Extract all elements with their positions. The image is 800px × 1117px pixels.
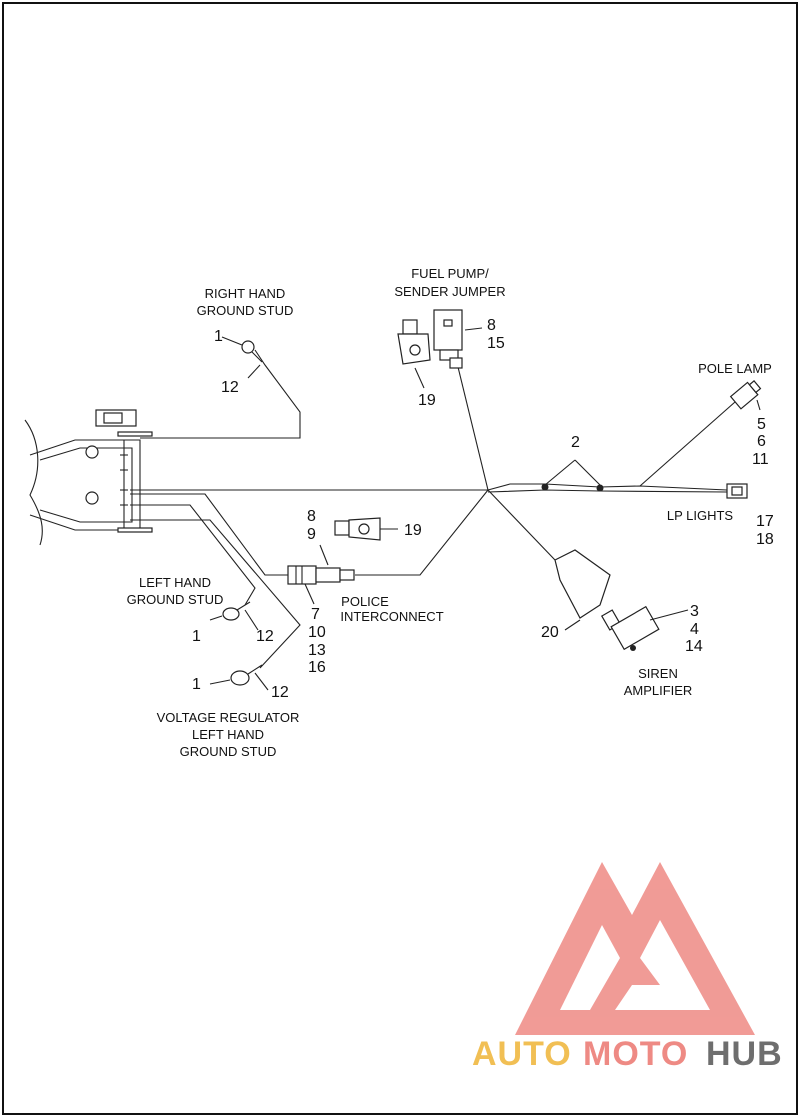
callout-pi-19: 19 [404,522,422,539]
callout-pi-13: 13 [308,642,326,659]
lh-ground-label-line2: GROUND STUD [127,592,224,607]
callout-fp-19: 19 [418,392,436,409]
callout-fp-15: 15 [487,335,505,352]
lp-lights-label: LP LIGHTS [667,508,734,523]
callout-pole-11: 11 [752,451,769,468]
callout-pole-6: 6 [757,433,766,450]
fuel-pump-label-line2: SENDER JUMPER [394,284,505,299]
callout-lp-18: 18 [756,531,774,548]
fuel-pump-label-line1: FUEL PUMP/ [411,266,489,281]
callout-leaders [221,327,761,605]
callout-siren-3: 3 [690,603,699,620]
callout-pi-7: 7 [311,606,320,623]
vr-ground-label-line1: VOLTAGE REGULATOR [157,710,300,725]
watermark-moto: MOTO [583,1035,688,1073]
callout-siren-20: 20 [541,624,559,641]
callout-rh-12: 12 [221,379,239,396]
rh-ground-label-line2: GROUND STUD [197,303,294,318]
watermark-text: AUTO MOTO HUB [472,1035,783,1073]
callout-rh-1: 1 [214,328,223,345]
frame-bracket [24,409,153,546]
callout-vr-1: 1 [192,676,201,693]
harness-wires [130,349,736,669]
callout-pole-5: 5 [757,416,766,433]
fuel-pump-connector-icon [433,309,463,369]
frame-hole-icon [85,445,99,459]
police-label-line1: POLICE [341,594,389,609]
wire-clip-icon [541,459,604,492]
callout-siren-4: 4 [690,621,699,638]
vr-ground-label-line2: LEFT HAND [192,727,264,742]
callout-pi-8: 8 [307,508,316,525]
fuel-pump-cap-icon [397,319,431,365]
vr-ground-label-line3: GROUND STUD [180,744,277,759]
siren-label-line2: AMPLIFIER [624,683,693,698]
watermark-hub: HUB [706,1035,783,1073]
callout-clip-2: 2 [571,434,580,451]
callout-pi-9: 9 [307,526,316,543]
vr-ground-terminal-icon [209,664,269,691]
police-label-line2: INTERCONNECT [340,609,443,624]
callout-pi-16: 16 [308,659,326,676]
frame-hole-icon [85,491,99,505]
lh-ground-label-line1: LEFT HAND [139,575,211,590]
watermark-auto: AUTO [472,1035,572,1073]
rh-ground-terminal-icon [241,340,263,363]
rh-ground-label-line1: RIGHT HAND [205,286,286,301]
callout-lh-1: 1 [192,628,201,645]
siren-amplifier-icon [554,549,689,651]
siren-label-line1: SIREN [638,666,678,681]
police-interconnect-cap-icon [334,517,398,541]
pole-lamp-connector-icon [729,380,762,410]
callout-lh-12: 12 [256,628,274,645]
police-interconnect-connector-icon [287,565,355,585]
callout-siren-14: 14 [685,638,703,655]
pole-lamp-label: POLE LAMP [698,361,772,376]
callout-fp-8: 8 [487,317,496,334]
lp-lights-connector-icon [726,483,748,499]
watermark-logo-icon [515,862,755,1035]
lh-ground-terminal-icon [209,601,259,631]
callout-pi-10: 10 [308,624,326,641]
component-labels: RIGHT HAND GROUND STUD FUEL PUMP/ SENDER… [127,266,772,759]
callout-vr-12: 12 [271,684,289,701]
callout-lp-17: 17 [756,513,774,530]
callout-numbers: 1 12 8 15 19 5 6 11 2 17 18 8 9 19 7 10 … [192,317,774,701]
